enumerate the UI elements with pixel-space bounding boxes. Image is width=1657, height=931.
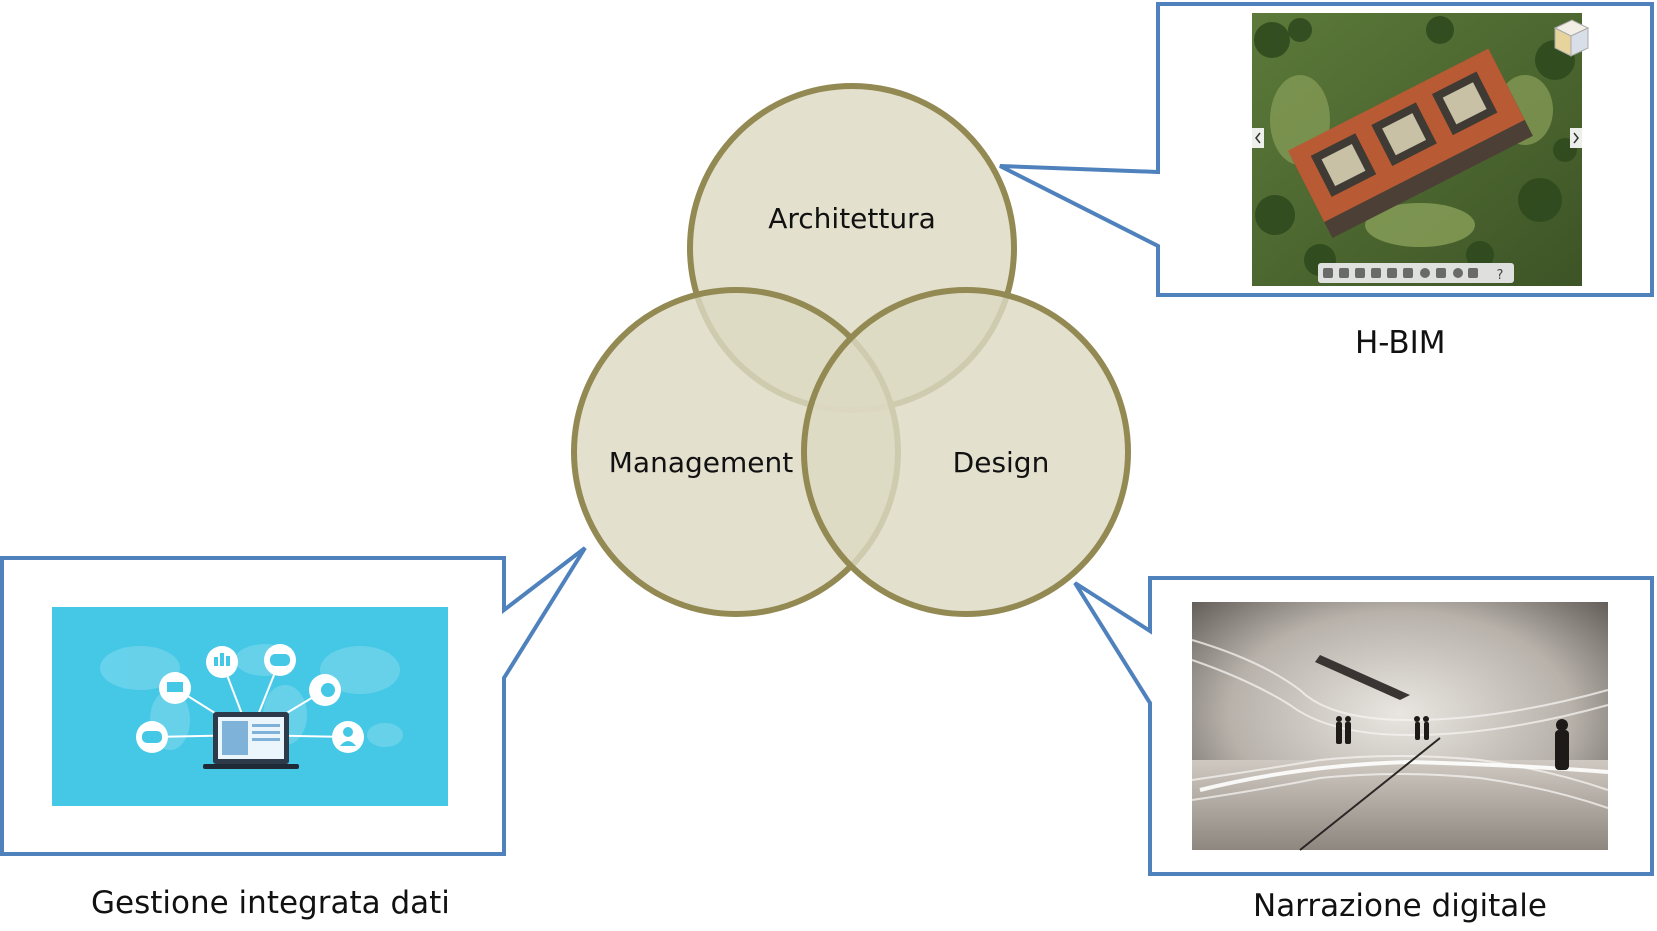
next-arrow-icon[interactable] bbox=[1570, 128, 1582, 148]
caption-narrazione-digitale: Narrazione digitale bbox=[1253, 888, 1547, 924]
venn-diagram: Architettura Management Design bbox=[571, 83, 1131, 617]
venn-circle-design bbox=[801, 287, 1131, 617]
museum-interior-render bbox=[1191, 602, 1609, 851]
caption-gestione-integrata-dati: Gestione integrata dati bbox=[91, 885, 450, 921]
help-question-icon[interactable]: ? bbox=[1497, 268, 1504, 283]
navigation-cube-icon[interactable] bbox=[1553, 19, 1590, 57]
data-network-illustration bbox=[52, 607, 448, 806]
venn-label-architettura: Architettura bbox=[768, 202, 936, 235]
caption-hbim: H-BIM bbox=[1355, 325, 1446, 361]
callout-data-management bbox=[0, 546, 587, 856]
venn-label-design: Design bbox=[953, 446, 1050, 479]
previous-arrow-icon[interactable] bbox=[1252, 128, 1264, 148]
venn-label-management: Management bbox=[609, 446, 793, 479]
viewer-toolbar: ? bbox=[1318, 263, 1514, 283]
callout-hbim: ? bbox=[999, 2, 1654, 297]
laptop-icon bbox=[203, 712, 299, 769]
callout-digital-narrative bbox=[1073, 576, 1654, 876]
toolbar-tool-icons[interactable] bbox=[1323, 268, 1478, 278]
hbim-3d-model-image: ? bbox=[1252, 13, 1590, 286]
